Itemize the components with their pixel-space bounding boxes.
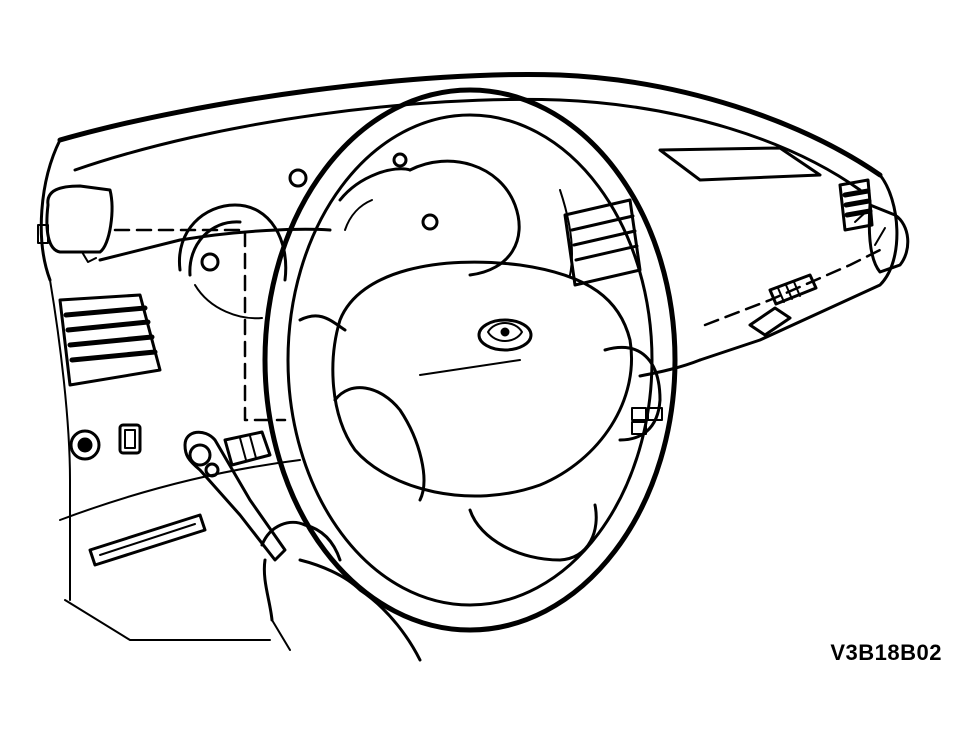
- right-end-cover: [854, 203, 910, 274]
- steering-wheel-spokes: [298, 314, 662, 562]
- top-right-panel: [658, 146, 822, 182]
- dashboard-outline: [39, 71, 899, 641]
- left-switch-panel: [69, 423, 142, 461]
- instrument-gauge-center: [288, 152, 573, 277]
- alignment-guides: [113, 228, 882, 422]
- right-diamond-switch: [748, 306, 792, 337]
- figure-reference-code: V3B18B02: [830, 640, 942, 665]
- spoke-switches-right: [631, 407, 663, 435]
- steering-wheel-rim: [262, 87, 678, 633]
- steering-wheel-hub: [331, 260, 633, 498]
- ratchet-wrench: [183, 430, 287, 562]
- left-corner-trim: [37, 184, 114, 263]
- lower-left-slot: [88, 513, 207, 567]
- left-air-vent: [58, 293, 162, 387]
- hand: [260, 520, 422, 662]
